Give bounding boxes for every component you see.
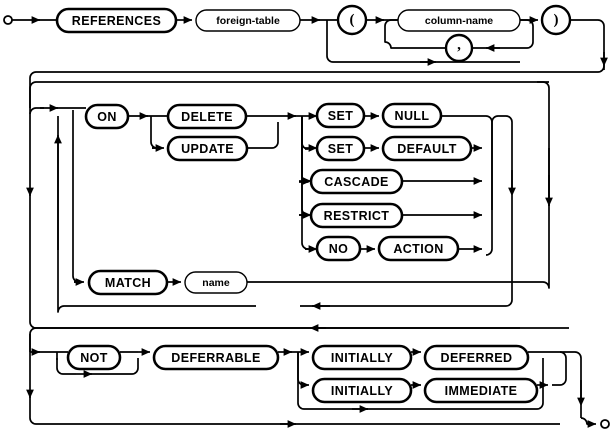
rail-not-bypass-left: [56, 358, 76, 375]
node-cascade[interactable]: CASCADE: [309, 168, 404, 195]
node-set-default-label: SET: [328, 142, 354, 156]
node-column-name[interactable]: column-name: [397, 9, 521, 32]
node-set-null-label: SET: [328, 109, 354, 123]
end-terminal-dot: [600, 419, 610, 429]
rail-match-exit-top-corner: [537, 81, 550, 89]
node-action-label: ACTION: [393, 242, 443, 256]
rail-initially-2-fan: [297, 352, 305, 386]
rail-block2-exit-to-loopback: [57, 250, 256, 313]
node-comma[interactable]: ,: [444, 33, 474, 63]
node-references[interactable]: REFERENCES: [55, 7, 178, 34]
rail-on-clause-exit-down: [300, 196, 513, 307]
node-name-label: name: [202, 277, 230, 289]
node-deferred-label: DEFERRED: [441, 351, 513, 365]
node-delete-label: DELETE: [181, 110, 233, 124]
node-null[interactable]: NULL: [381, 102, 443, 129]
rail-initially-skip: [297, 352, 368, 410]
rail-match-exit-right: [247, 175, 550, 289]
rail-on-clause-exit-up: [491, 115, 513, 190]
rail-to-match-corner: [72, 275, 80, 283]
rail-update-merge: [247, 122, 279, 149]
node-deferred-box: [423, 344, 530, 371]
rail-comma-loop-left: [384, 19, 446, 49]
node-initially-1[interactable]: INITIALLY: [311, 344, 413, 371]
rail-block3-exit-down: [560, 351, 582, 400]
rail-immediate-merge: [552, 351, 567, 386]
rail-null-merge: [441, 115, 493, 210]
rail-row1-wrap-down: [570, 19, 605, 70]
node-rparen[interactable]: ): [540, 4, 572, 36]
rail-block3-exit-corner: [580, 417, 594, 425]
node-not[interactable]: NOT: [66, 344, 122, 371]
node-cascade-label: CASCADE: [324, 175, 389, 189]
node-delete[interactable]: DELETE: [166, 103, 248, 130]
node-deferred[interactable]: DEFERRED: [423, 344, 530, 371]
node-immediate[interactable]: IMMEDIATE: [423, 377, 539, 404]
node-deferrable[interactable]: DEFERRABLE: [152, 344, 280, 371]
node-name[interactable]: name: [184, 271, 248, 294]
node-on[interactable]: ON: [84, 103, 130, 130]
rail-actions-merge-vertical: [485, 122, 493, 256]
node-initially-1-label: INITIALLY: [331, 351, 393, 365]
node-deferrable-box: [152, 344, 280, 371]
node-no-label: NO: [329, 242, 349, 256]
rail-not-bypass-right: [90, 358, 139, 375]
rail-initially-skip-merge: [366, 358, 544, 410]
rail-row1-to-row2: [29, 65, 605, 108]
node-default-label: DEFAULT: [397, 142, 457, 156]
start-terminal-dot: [3, 15, 13, 25]
node-references-label: REFERENCES: [72, 14, 161, 28]
node-immediate-label: IMMEDIATE: [445, 384, 518, 398]
node-initially-2-label: INITIALLY: [331, 384, 393, 398]
row-references: REFERENCES foreign-table ( column-name: [3, 4, 608, 108]
node-restrict[interactable]: RESTRICT: [309, 202, 404, 229]
node-not-label: NOT: [80, 351, 108, 365]
node-set-null[interactable]: SET: [315, 102, 366, 129]
node-match[interactable]: MATCH: [87, 269, 169, 296]
row-deferrable: NOT DEFERRABLE INITIALLY DEFERRED: [26, 324, 610, 429]
rail-column-list-bypass: [326, 20, 520, 63]
node-update-label: UPDATE: [181, 142, 234, 156]
node-update[interactable]: UPDATE: [166, 135, 249, 162]
node-restrict-label: RESTRICT: [324, 209, 390, 223]
node-lparen-label: (: [350, 12, 355, 28]
node-initially-2-box: [311, 377, 413, 404]
node-set-default[interactable]: SET: [315, 135, 366, 162]
node-no[interactable]: NO: [315, 235, 362, 262]
node-not-box: [66, 344, 122, 371]
rail-block3-top-left: [29, 327, 37, 352]
node-lparen[interactable]: (: [336, 4, 368, 36]
node-comma-circle: [444, 33, 474, 63]
node-action[interactable]: ACTION: [377, 235, 460, 262]
node-immediate-box: [423, 377, 539, 404]
rail-block2-entry-corner: [29, 107, 44, 115]
rail-block2-left-down: [29, 190, 52, 329]
rail-bottom-bypass: [29, 392, 560, 425]
rail-action-fan-2: [301, 116, 309, 150]
node-foreign-table-label: foreign-table: [216, 15, 280, 27]
node-initially-1-box: [311, 344, 413, 371]
node-rparen-label: ): [554, 12, 559, 28]
node-deferrable-label: DEFERRABLE: [171, 351, 260, 365]
node-match-label: MATCH: [105, 276, 151, 290]
node-null-label: NULL: [395, 109, 430, 123]
node-comma-label: ,: [457, 37, 461, 53]
row-on-match: ON DELETE UPDATE: [26, 81, 553, 329]
rail-split-to-update: [150, 116, 158, 149]
node-foreign-table[interactable]: foreign-table: [195, 9, 301, 32]
rail-block2-top-corner-left: [29, 81, 37, 108]
node-default[interactable]: DEFAULT: [381, 135, 473, 162]
node-column-name-label: column-name: [425, 15, 493, 27]
node-on-label: ON: [97, 110, 117, 124]
node-initially-2[interactable]: INITIALLY: [311, 377, 413, 404]
rail-action-fan-4: [299, 116, 309, 216]
